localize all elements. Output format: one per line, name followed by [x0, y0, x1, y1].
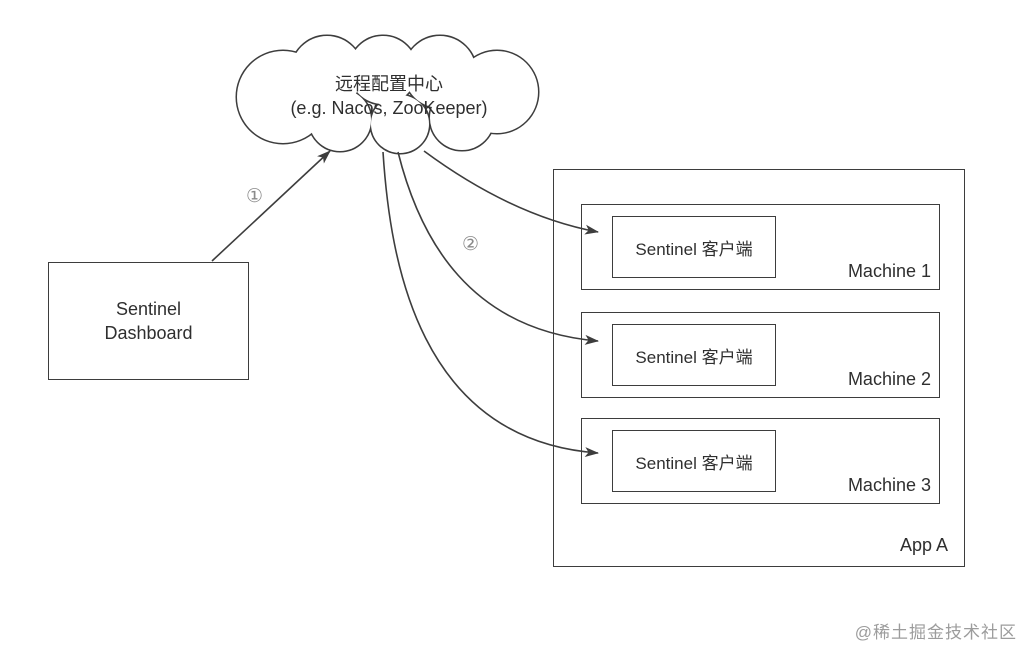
arrow-dashboard-to-config-center	[211, 150, 331, 262]
sentinel-client-label: Sentinel 客户端	[635, 453, 753, 473]
machine-3-label: Machine 3	[847, 475, 931, 495]
cloud-subtitle: (e.g. Nacos, ZooKeeper)	[290, 98, 488, 118]
sentinel-client-label: Sentinel 客户端	[635, 347, 753, 367]
arrow-config-to-machine-1	[423, 150, 599, 235]
sentinel-dashboard-node: Sentinel Dashboard	[48, 262, 249, 380]
machine-1-label: Machine 1	[847, 261, 931, 281]
app-a-label: App A	[899, 535, 948, 555]
dashboard-label-line2: Dashboard	[104, 323, 193, 343]
watermark: @稀土掘金技术社区	[854, 623, 1017, 642]
machine-3-node: Sentinel 客户端 Machine 3	[581, 418, 940, 504]
sentinel-client-node: Sentinel 客户端	[612, 430, 776, 492]
app-a-node: Sentinel 客户端 Machine 1 Sentinel 客户端 Mach…	[553, 169, 965, 567]
config-center-cloud-fill	[237, 36, 538, 153]
dashboard-label-line1: Sentinel	[115, 299, 182, 319]
step-2-annotation: ②	[462, 234, 480, 255]
arrow-config-to-machine-2	[397, 151, 599, 345]
machine-2-label: Machine 2	[847, 369, 931, 389]
sentinel-client-label: Sentinel 客户端	[635, 239, 753, 259]
machine-2-node: Sentinel 客户端 Machine 2	[581, 312, 940, 398]
sentinel-client-node: Sentinel 客户端	[612, 324, 776, 386]
config-center-cloud-label: 远程配置中心 (e.g. Nacos, ZooKeeper)	[259, 72, 519, 120]
step-1-annotation: ①	[246, 186, 264, 207]
machine-1-node: Sentinel 客户端 Machine 1	[581, 204, 940, 290]
cloud-title: 远程配置中心	[335, 74, 443, 94]
sentinel-client-node: Sentinel 客户端	[612, 216, 776, 278]
arrow-config-to-machine-3	[382, 151, 599, 458]
